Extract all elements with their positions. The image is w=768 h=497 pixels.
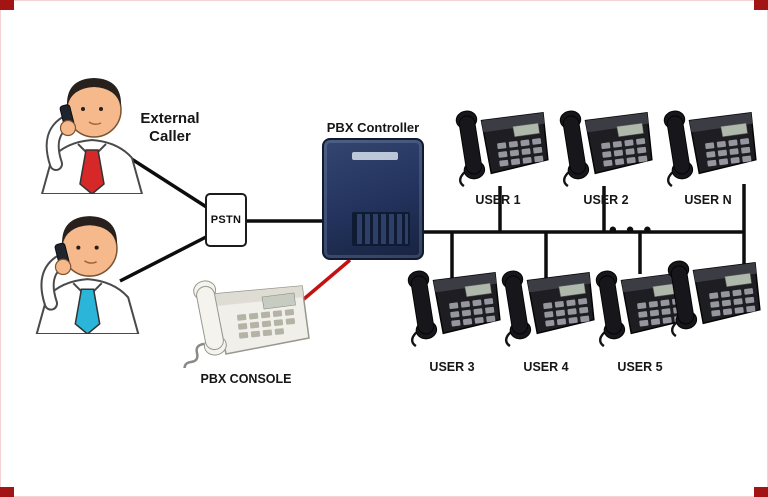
desk-phone-icon — [559, 106, 653, 188]
user-label-n: USER N — [684, 193, 732, 207]
user-label-2: USER 2 — [583, 193, 629, 207]
pbx-console-label: PBX CONSOLE — [200, 372, 292, 386]
user-phone-4 — [501, 266, 595, 353]
desk-phone-icon — [501, 266, 595, 348]
user-phone-3 — [407, 266, 501, 353]
pstn-box: PSTN — [205, 193, 247, 247]
desk-phone-icon — [455, 106, 549, 188]
user-label-4: USER 4 — [523, 360, 569, 374]
user-phone-extra — [667, 256, 761, 343]
desk-phone-icon — [663, 106, 757, 188]
user-phone-n — [663, 106, 757, 193]
console-cable — [296, 258, 352, 306]
cabinet-brand-strip — [352, 152, 398, 160]
corner-mark-bottom-right — [754, 487, 768, 497]
wire-caller2-pstn — [119, 234, 209, 283]
external-caller-person-2 — [20, 210, 155, 339]
external-caller-label: External Caller — [140, 110, 200, 145]
user-label-1: USER 1 — [475, 193, 521, 207]
user-phone-1 — [455, 106, 549, 193]
user-phone-2 — [559, 106, 653, 193]
pbx-controller-label: PBX Controller — [326, 120, 420, 135]
desk-phone-icon — [407, 266, 501, 348]
desk-phone-icon — [667, 256, 761, 338]
caller-icon — [20, 210, 155, 334]
corner-mark-top-left — [0, 0, 14, 10]
console-phone-icon — [180, 266, 312, 368]
user-label-5: USER 5 — [617, 360, 663, 374]
pstn-label: PSTN — [210, 214, 242, 226]
pbx-controller-cabinet — [322, 138, 424, 260]
pbx-console-phone — [180, 266, 312, 373]
corner-mark-bottom-left — [0, 487, 14, 497]
user-label-3: USER 3 — [429, 360, 475, 374]
cabinet-vent-grille — [352, 212, 410, 246]
more-users-ellipsis: ● ● ● — [608, 221, 654, 238]
corner-mark-top-right — [754, 0, 768, 10]
